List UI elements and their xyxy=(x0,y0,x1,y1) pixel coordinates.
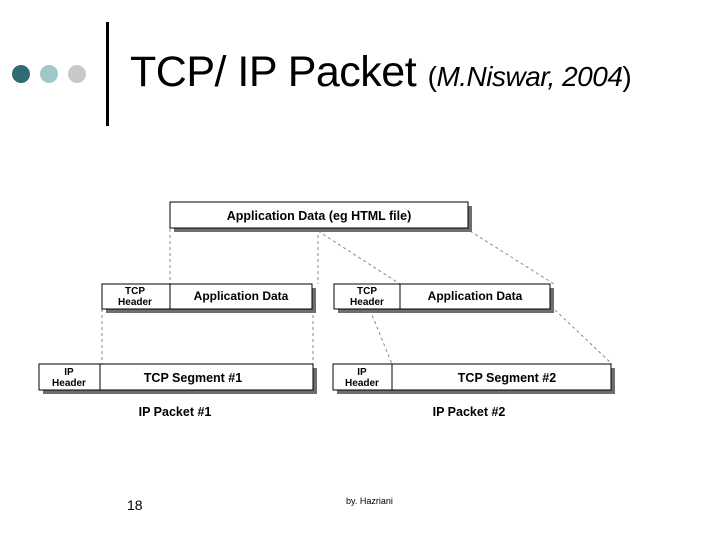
slide-number: 18 xyxy=(127,497,143,513)
decor-dot-dark xyxy=(12,65,30,83)
tcp-header-1-line2: Header xyxy=(118,297,152,308)
dash-app-right-diag xyxy=(469,230,555,285)
app-data-label: Application Data (eg HTML file) xyxy=(227,209,412,223)
ip-packet-1-caption: IP Packet #1 xyxy=(139,405,212,419)
tcp-segment-2-label: TCP Segment #2 xyxy=(458,371,556,385)
dash-tcp2-right xyxy=(554,309,613,365)
decor-dot-grey xyxy=(68,65,86,83)
ip-packet-1-group: IP Header TCP Segment #1 IP Packet #1 xyxy=(38,363,317,419)
tcp-segment-1-label: TCP Segment #1 xyxy=(144,371,242,385)
ip-header-2-line1: IP xyxy=(357,367,367,378)
tcp-header-2-line2: Header xyxy=(350,297,384,308)
ip-packet-2-group: IP Header TCP Segment #2 IP Packet #2 xyxy=(332,363,615,419)
slide-byline: by. Hazriani xyxy=(346,496,393,506)
app-data-2-label: Application Data xyxy=(428,289,523,303)
tcp-header-1-line1: TCP xyxy=(125,286,145,297)
title-main: TCP/ IP Packet xyxy=(130,48,428,96)
box-application-data: Application Data (eg HTML file) xyxy=(169,201,472,232)
ip-header-1-line2: Header xyxy=(52,378,86,389)
segment-2-group: TCP Header Application Data xyxy=(333,283,554,313)
decor-dot-light xyxy=(40,65,58,83)
title-divider xyxy=(106,22,109,126)
segment-1-group: TCP Header Application Data xyxy=(101,283,316,313)
title-citation: (M.Niswar, 2004) xyxy=(427,61,632,92)
tcp-header-2-line1: TCP xyxy=(357,286,377,297)
ip-packet-2-caption: IP Packet #2 xyxy=(433,405,506,419)
app-data-1-label: Application Data xyxy=(194,289,289,303)
dash-app-mid-diag xyxy=(317,230,401,285)
title-citation-text: M.Niswar, 2004 xyxy=(436,61,623,92)
slide-title: TCP/ IP Packet (M.Niswar, 2004) xyxy=(130,48,632,97)
dash-tcp2-left xyxy=(369,309,393,365)
ip-header-2-line2: Header xyxy=(345,378,379,389)
ip-header-1-line1: IP xyxy=(64,367,74,378)
dashed-connectors xyxy=(101,229,613,365)
